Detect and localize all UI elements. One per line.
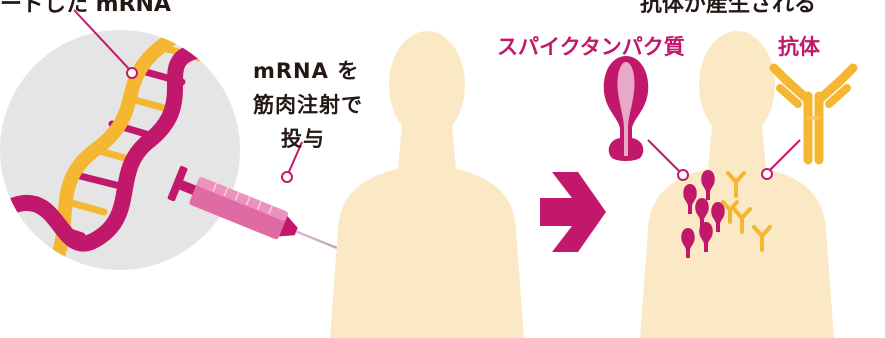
small-antibody-4	[721, 200, 739, 224]
dna-group	[0, 9, 240, 270]
spike-protein-label: スパイクタンパク質	[497, 35, 685, 59]
syringe-pointer-dot	[281, 171, 293, 183]
syringe-plunger-rod	[179, 180, 197, 195]
dna-background-circle	[0, 30, 240, 270]
syringe-needle	[295, 230, 348, 254]
antibody-produced-caption: 抗体が産生される	[640, 0, 817, 17]
syringe-pointer-line	[287, 141, 303, 175]
small-spike-3	[695, 198, 709, 228]
body-silhouette-left	[330, 31, 524, 338]
small-antibodies	[721, 171, 772, 252]
injection-label-line2: 筋肉注射で	[253, 93, 363, 117]
antibody-pointer-line	[769, 139, 801, 171]
syringe	[167, 165, 348, 254]
small-antibody-3	[752, 225, 772, 252]
injection-label-line3: 投与	[281, 127, 325, 151]
dna-pointer-line	[73, 9, 131, 71]
mrna-encoding-caption: ードした mRNA	[0, 0, 171, 17]
small-spike-5	[681, 228, 695, 258]
antibody-icon	[769, 63, 858, 165]
small-spike-1	[683, 184, 697, 214]
arrow-right-icon	[540, 172, 606, 252]
antibody-label: 抗体	[778, 35, 820, 59]
small-spike-proteins	[681, 170, 725, 258]
dna-pointer-dot	[126, 67, 138, 79]
injection-label-line1: mRNA を	[253, 59, 360, 83]
small-spike-4	[711, 202, 725, 232]
small-antibody-2	[732, 207, 752, 234]
syringe-tip	[279, 216, 298, 237]
small-antibody-1	[726, 171, 746, 198]
syringe-plunger-end	[167, 165, 188, 202]
small-spike-2	[701, 170, 715, 200]
spike-pointer-dot	[677, 169, 689, 181]
small-spike-6	[699, 222, 713, 252]
antibody-pointer-dot	[761, 168, 773, 180]
dna-magenta-strand	[7, 42, 208, 252]
spike-protein-icon	[603, 56, 649, 161]
spike-pointer-line	[647, 139, 681, 173]
